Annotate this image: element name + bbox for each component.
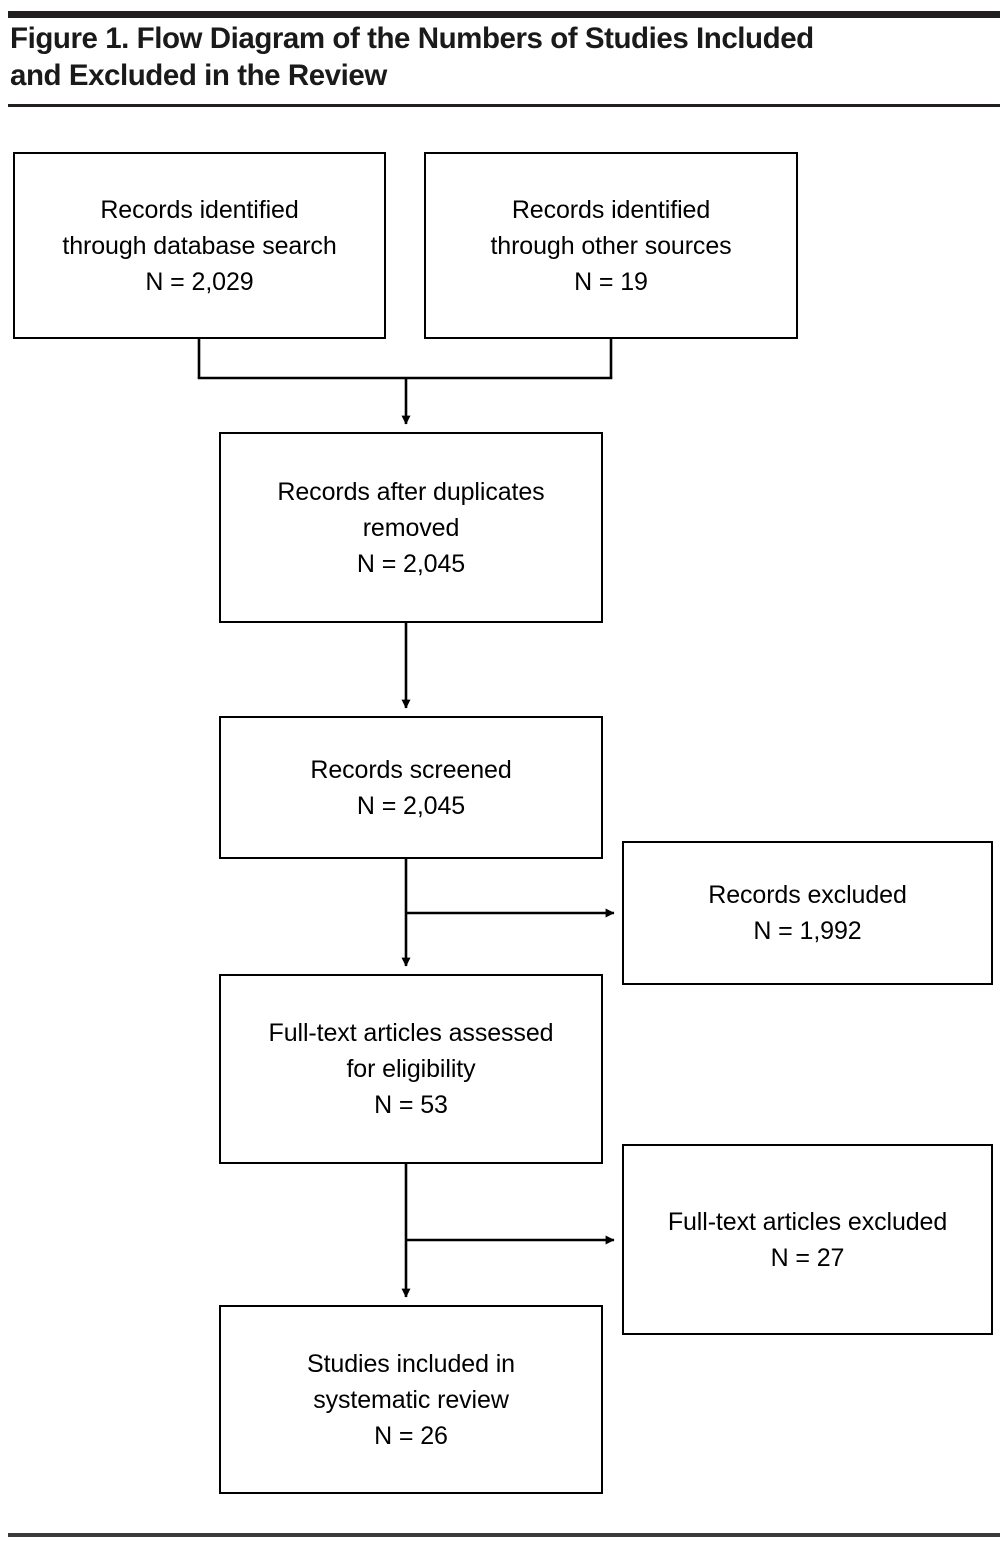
connector-fulltext-split [401,1163,615,1298]
figure-footer-rule [8,1533,1000,1537]
header-rule-thick [8,11,1000,18]
box-studies-included: Studies included in systematic review N … [219,1305,603,1494]
box-records-screened-label: Records screened N = 2,045 [310,755,512,820]
figure-title: Figure 1. Flow Diagram of the Numbers of… [10,22,814,92]
box-fulltext-excluded-label: Full-text articles excluded N = 27 [667,1207,948,1272]
box-studies-included-label: Studies included in systematic review N … [307,1349,515,1450]
box-records-after-duplicates-label: Records after duplicates removed N = 2,0… [277,477,545,578]
box-fulltext-assessed-label: Full-text articles assessed for eligibil… [268,1019,554,1119]
box-records-identified-database-label: Records identified through database sear… [62,195,337,296]
box-fulltext-excluded: Full-text articles excluded N = 27 [622,1144,993,1335]
box-records-excluded: Records excluded N = 1,992 [622,841,993,985]
connector-merge-identification [197,338,613,425]
header-rule-thin [8,104,1000,107]
box-records-identified-other-label: Records identified through other sources… [490,195,732,296]
box-records-screened: Records screened N = 2,045 [219,716,603,859]
box-records-identified-database: Records identified through database sear… [13,152,386,339]
box-records-identified-other: Records identified through other sources… [424,152,798,339]
connector-screened-split [401,858,615,967]
box-records-after-duplicates: Records after duplicates removed N = 2,0… [219,432,603,623]
box-records-excluded-label: Records excluded N = 1,992 [708,881,907,945]
box-fulltext-assessed: Full-text articles assessed for eligibil… [219,974,603,1164]
